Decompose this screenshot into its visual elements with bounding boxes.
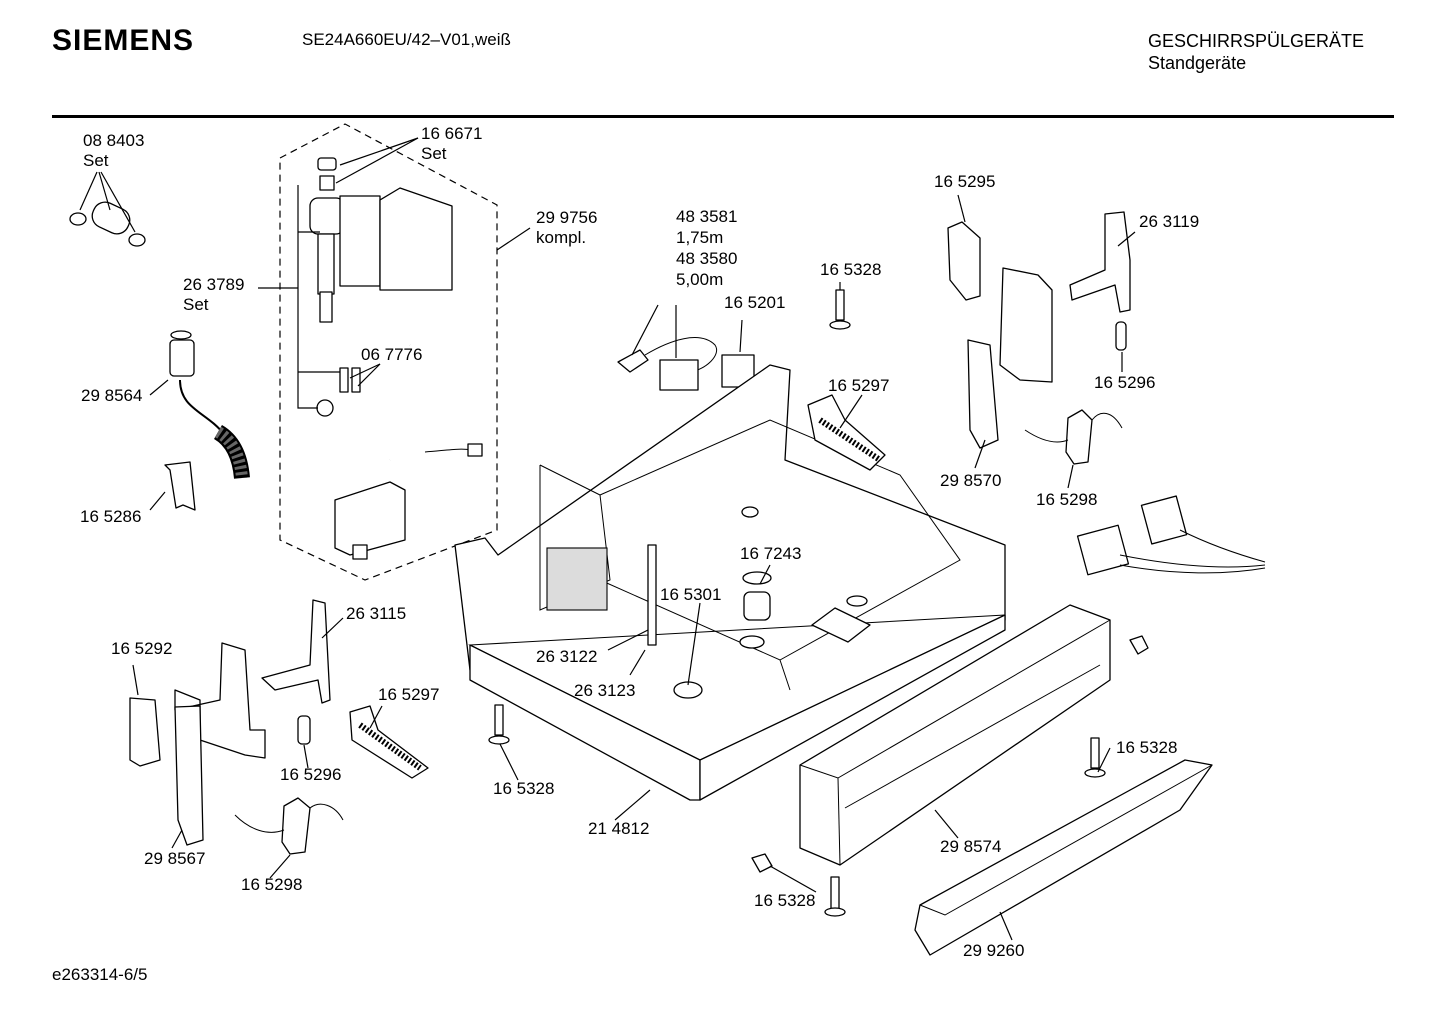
category-line-1: GESCHIRRSPÜLGERÄTE bbox=[1148, 31, 1365, 51]
screws bbox=[488, 704, 1106, 917]
part-label-16-5298-left: 16 5298 bbox=[241, 875, 302, 894]
spring-hose bbox=[169, 330, 250, 479]
part-label-26-3119: 26 3119 bbox=[1139, 212, 1199, 231]
front-panel bbox=[799, 604, 1111, 866]
header-divider bbox=[52, 115, 1394, 118]
part-label-16-5328-top: 16 5328 bbox=[820, 260, 881, 279]
part-label-16-5296-right: 16 5296 bbox=[1094, 373, 1155, 392]
brand-logo: SIEMENS bbox=[52, 24, 195, 57]
part-label-26-3122: 26 3122 bbox=[536, 647, 597, 666]
part-label-16-5296-left: 16 5296 bbox=[280, 765, 341, 784]
part-label-16-5298-right: 16 5298 bbox=[1036, 490, 1097, 509]
valve-assembly-frame bbox=[279, 123, 498, 581]
screw-top bbox=[829, 289, 851, 330]
part-label-06-7776: 06 7776 bbox=[361, 345, 422, 364]
leader-lines bbox=[79, 137, 1136, 941]
part-label-16-5328-bottom: 16 5328 bbox=[754, 891, 815, 910]
hose-clamp-set bbox=[69, 201, 146, 247]
part-label-29-9260: 29 9260 bbox=[963, 941, 1024, 960]
part-label-29-8574: 29 8574 bbox=[940, 837, 1001, 856]
category-heading: GESCHIRRSPÜLGERÄTE Standgeräte bbox=[1148, 30, 1364, 74]
part-label-16-5328-left: 16 5328 bbox=[493, 779, 554, 798]
part-label-16-5301: 16 5301 bbox=[660, 585, 721, 604]
part-label-16-5328-right: 16 5328 bbox=[1116, 738, 1177, 757]
part-label-16-5292: 16 5292 bbox=[111, 639, 172, 658]
part-label-16-5297-right: 16 5297 bbox=[828, 376, 889, 395]
part-label-29-8570: 29 8570 bbox=[940, 471, 1001, 490]
part-drawings bbox=[69, 123, 1266, 956]
inlet-valve bbox=[309, 157, 453, 323]
part-label-29-8564: 29 8564 bbox=[81, 386, 142, 405]
model-number: SE24A660EU/42–V01,weiß bbox=[302, 30, 511, 49]
kick-plate bbox=[914, 759, 1213, 956]
part-label-16-5201: 16 5201 bbox=[724, 293, 785, 312]
part-label-21-4812: 21 4812 bbox=[588, 819, 649, 838]
part-label-29-8567: 29 8567 bbox=[144, 849, 205, 868]
base-frame bbox=[454, 364, 1006, 801]
part-label-26-3123: 26 3123 bbox=[574, 681, 635, 700]
part-label-16-7243: 16 7243 bbox=[740, 544, 801, 563]
category-line-2: Standgeräte bbox=[1148, 53, 1247, 73]
part-label-16-5297-left: 16 5297 bbox=[378, 685, 439, 704]
part-label-16-5286: 16 5286 bbox=[80, 507, 141, 526]
part-label-26-3115: 26 3115 bbox=[346, 604, 406, 623]
part-label-16-5295: 16 5295 bbox=[934, 172, 995, 191]
drawing-code: e263314-6/5 bbox=[52, 965, 148, 984]
